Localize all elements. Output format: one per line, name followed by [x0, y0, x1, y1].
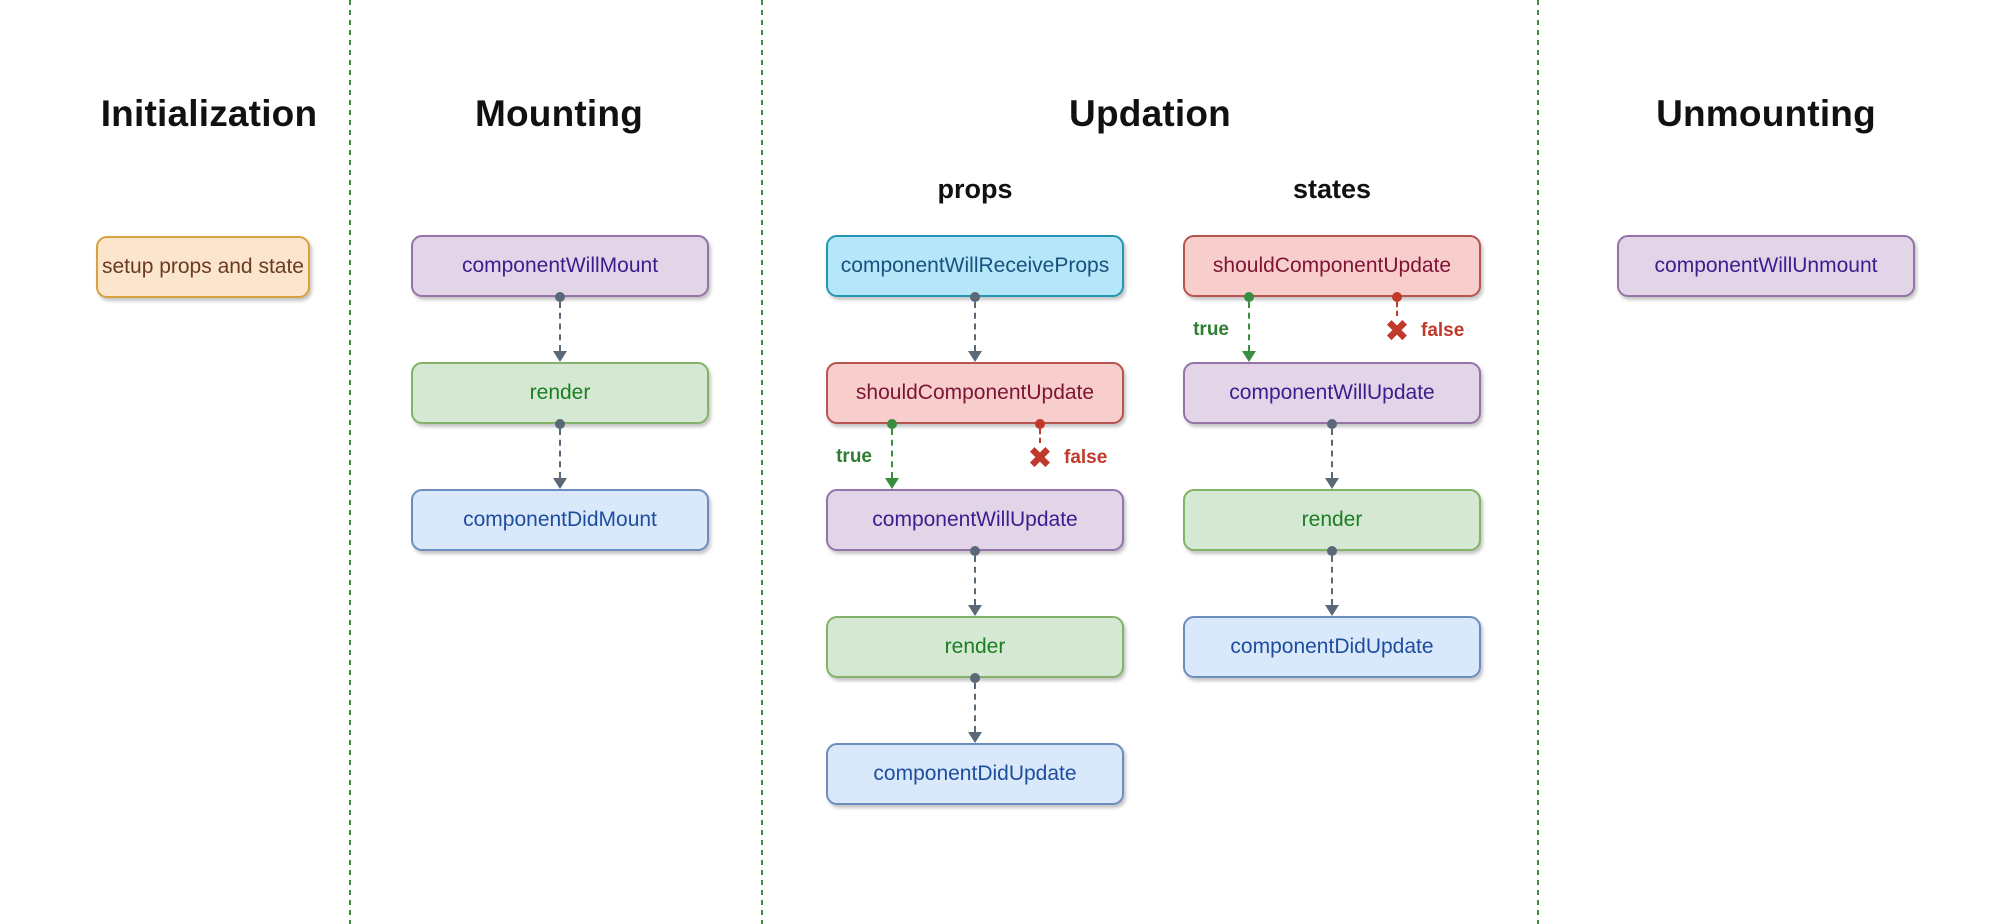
node-componentdidupdate-props: componentDidUpdate	[826, 743, 1124, 805]
node-render-states: render	[1183, 489, 1481, 551]
x-mark-icon: ✖	[1027, 441, 1053, 476]
arrow-start-dot	[970, 292, 980, 302]
arrow-dashed-line	[559, 429, 561, 478]
false-label-states: false	[1421, 320, 1465, 341]
arrow-start-dot	[970, 546, 980, 556]
arrow-receiveprops-to-shouldupdate	[968, 292, 982, 362]
section-title-mounting: Mounting	[474, 93, 644, 134]
arrowhead-down-icon	[968, 351, 982, 362]
arrow-start-dot	[887, 419, 897, 429]
arrow-render-to-didupdate-states	[1325, 546, 1339, 616]
node-setup-props-and-state: setup props and state	[96, 236, 310, 298]
section-title-updation: Updation	[1069, 93, 1231, 134]
arrow-false-states	[1390, 292, 1404, 316]
section-title-initialization: Initialization	[100, 93, 318, 134]
node-render-mounting: render	[411, 362, 709, 424]
arrow-start-dot	[555, 292, 565, 302]
node-render-props: render	[826, 616, 1124, 678]
arrow-dashed-line	[1331, 556, 1333, 605]
node-shouldcomponentupdate-states: shouldComponentUpdate	[1183, 235, 1481, 297]
divider-line	[1537, 0, 1539, 924]
arrow-start-dot	[555, 419, 565, 429]
node-shouldcomponentupdate-props: shouldComponentUpdate	[826, 362, 1124, 424]
arrowhead-down-icon	[968, 732, 982, 743]
node-componentwillupdate-props: componentWillUpdate	[826, 489, 1124, 551]
subtitle-states: states	[1292, 174, 1372, 204]
arrow-willupdate-to-render-states	[1325, 419, 1339, 489]
arrow-dashed-line	[1331, 429, 1333, 478]
arrowhead-down-icon	[1325, 478, 1339, 489]
arrowhead-down-icon	[885, 478, 899, 489]
arrow-dashed-line	[1248, 302, 1250, 351]
arrow-willupdate-to-render-props	[968, 546, 982, 616]
arrow-start-dot	[1392, 292, 1402, 302]
arrow-start-dot	[1327, 419, 1337, 429]
divider-line	[761, 0, 763, 924]
node-componentwillunmount: componentWillUnmount	[1617, 235, 1915, 297]
arrow-dashed-line	[1039, 429, 1041, 443]
false-label-props: false	[1064, 447, 1108, 468]
subtitle-props: props	[937, 174, 1013, 204]
arrow-render-to-didmount	[553, 419, 567, 489]
x-mark-icon: ✖	[1384, 314, 1410, 349]
true-label-states: true	[1193, 319, 1229, 340]
arrow-true-states	[1242, 292, 1256, 362]
node-componentwillupdate-states: componentWillUpdate	[1183, 362, 1481, 424]
arrowhead-down-icon	[1325, 605, 1339, 616]
arrow-willmount-to-render	[553, 292, 567, 362]
arrow-start-dot	[1035, 419, 1045, 429]
arrow-dashed-line	[559, 302, 561, 351]
arrow-dashed-line	[974, 302, 976, 351]
true-label-props: true	[836, 446, 872, 467]
arrow-true-props	[885, 419, 899, 489]
arrow-start-dot	[970, 673, 980, 683]
node-componentdidmount: componentDidMount	[411, 489, 709, 551]
arrowhead-down-icon	[553, 351, 567, 362]
arrowhead-down-icon	[968, 605, 982, 616]
arrow-render-to-didupdate-props	[968, 673, 982, 743]
arrow-false-props	[1033, 419, 1047, 443]
arrow-start-dot	[1327, 546, 1337, 556]
divider-line	[349, 0, 351, 924]
arrow-dashed-line	[1396, 302, 1398, 316]
arrow-dashed-line	[891, 429, 893, 478]
node-componentwillreceiveprops: componentWillReceiveProps	[826, 235, 1124, 297]
arrowhead-down-icon	[553, 478, 567, 489]
arrowhead-down-icon	[1242, 351, 1256, 362]
node-componentwillmount: componentWillMount	[411, 235, 709, 297]
arrow-dashed-line	[974, 556, 976, 605]
arrow-start-dot	[1244, 292, 1254, 302]
arrow-dashed-line	[974, 683, 976, 732]
section-title-unmounting: Unmounting	[1656, 93, 1876, 134]
node-componentdidupdate-states: componentDidUpdate	[1183, 616, 1481, 678]
